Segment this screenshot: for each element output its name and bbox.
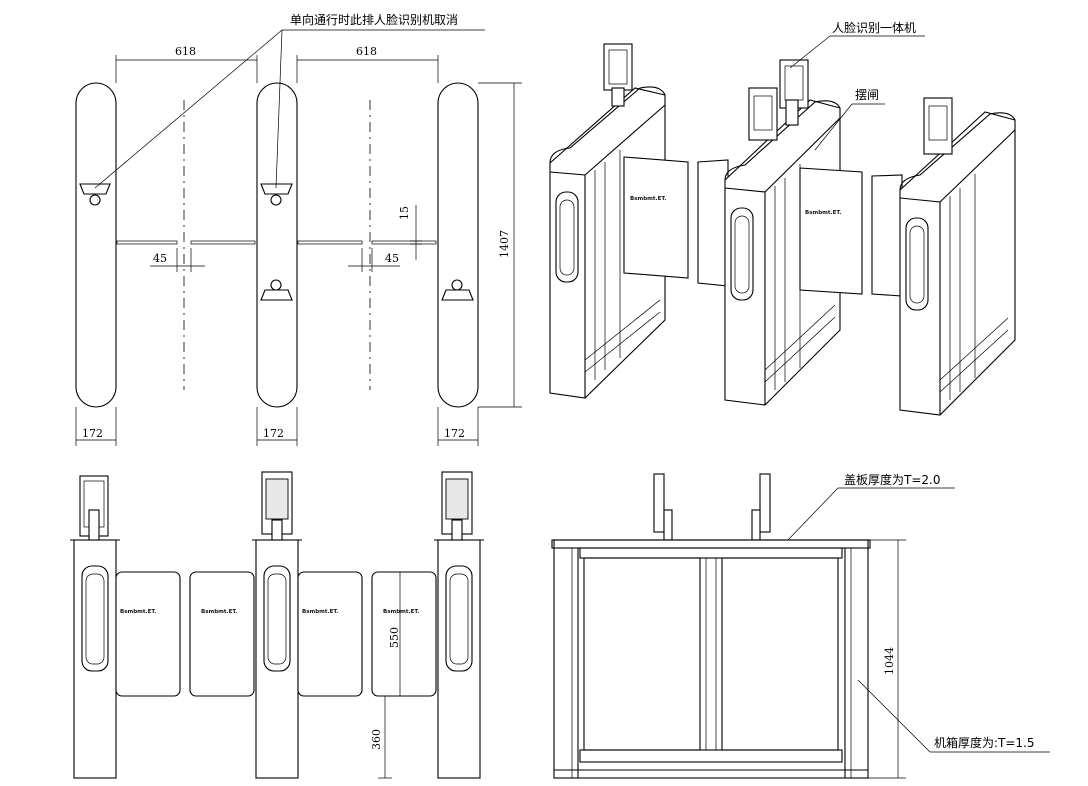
iso-view: Bsmbmt.ET. Bsmbmt.ET. [549,21,1016,416]
dim-1044: 1044 [883,647,896,675]
note-cover-thickness: 盖板厚度为T=2.0 [844,472,940,487]
note-face-unit: 人脸识别一体机 [832,21,916,35]
front-logo-3: Bsmbmt.ET. [302,609,338,615]
iso-panel-3 [799,167,863,295]
iso-logo-2: Bsmbmt.ET. [805,210,841,216]
front-logo-4: Bsmbmt.ET. [383,609,419,615]
iso-panel-4 [871,174,903,297]
front-panel-4 [371,571,437,697]
front-logo-2: Bsmbmt.ET. [201,609,237,615]
iso-panel-1 [623,156,689,279]
plan-face-unit-2 [260,183,293,206]
front-view: Bsmbmt.ET. Bsmbmt.ET. Bsmbmt.ET. Bsmbmt.… [70,471,484,779]
dim-45-left: 45 [153,252,167,265]
plan-face-unit-4 [441,279,474,301]
iso-logo-1: Bsmbmt.ET. [630,196,666,202]
note-cabinet-thickness: 机箱厚度为:T=1.5 [934,735,1035,750]
front-panel-2 [189,571,255,697]
plan-face-unit-1 [79,183,111,206]
plan-cabinet-left [75,82,117,408]
front-cabinet-middle [255,471,299,779]
dim-360: 360 [370,729,383,750]
dim-172-1: 172 [82,427,103,440]
note-swing-gate: 摆闸 [855,88,879,102]
side-view: 1044 盖板厚度为T=2.0 机箱厚度为:T=1.5 [551,472,1050,779]
note-face-cancel: 单向通行时此排人脸识别机取消 [290,12,458,27]
dim-15: 15 [398,206,411,220]
plan-view: 单向通行时此排人脸识别机取消 618 618 15 45 45 1407 [75,12,522,446]
front-logo-1: Bsmbmt.ET. [120,609,156,615]
dim-550: 550 [388,627,401,648]
front-cabinet-right [437,471,481,779]
side-cabinet [553,539,869,779]
iso-cabinet-3 [899,97,1016,416]
plan-face-unit-3 [260,279,293,301]
dim-1407: 1407 [498,230,511,258]
plan-cabinet-right [437,82,479,408]
dim-618-left: 618 [175,45,196,58]
front-panel-3 [297,571,363,697]
dim-45-right: 45 [385,252,399,265]
dim-172-3: 172 [444,427,465,440]
dim-618-right: 618 [356,45,377,58]
plan-cabinet-middle [256,82,298,408]
front-panel-1 [115,571,181,697]
dim-172-2: 172 [263,427,284,440]
front-cabinet-left [73,475,117,779]
iso-panel-2 [697,159,729,287]
